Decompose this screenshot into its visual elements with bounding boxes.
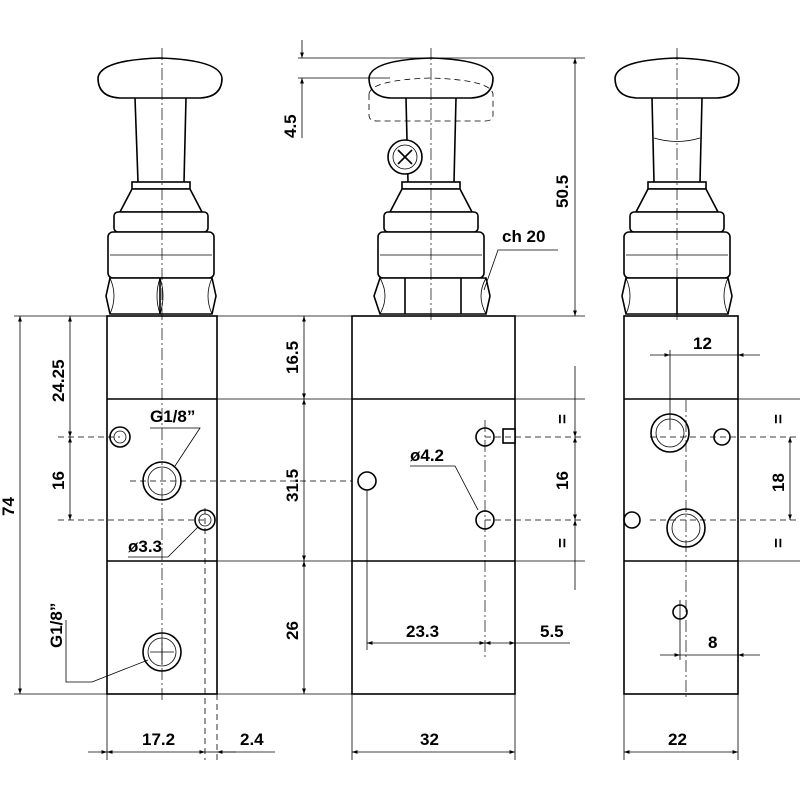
equal-mark-mid-bottom: = (553, 538, 572, 548)
label-dia-3-3: ø3.3 (128, 537, 162, 556)
left-view (58, 48, 362, 760)
dim-label-17-2: 17.2 (142, 730, 175, 749)
left-push-knob (97, 57, 223, 99)
dim-label-2-4: 2.4 (240, 730, 264, 749)
label-dia-4-2: ø4.2 (410, 446, 444, 465)
dim-label-74: 74 (0, 497, 18, 516)
dim-label-26: 26 (283, 621, 302, 640)
dimension-lines (14, 40, 800, 760)
dimension-labels: 4.5 50.5 ch 20 16.5 24.25 G1/8” 16 31.5 … (0, 114, 788, 749)
right-valve-body (623, 315, 739, 695)
right-view (614, 48, 800, 700)
equal-mark-mid-top: = (553, 414, 572, 424)
dim-label-8: 8 (708, 633, 717, 652)
label-ch-20: ch 20 (502, 227, 545, 246)
label-g18-top: G1/8” (150, 407, 195, 426)
dim-label-31-5: 31.5 (283, 469, 302, 502)
dim-label-16-mid: 16 (553, 471, 572, 490)
dim-label-5-5: 5.5 (540, 622, 564, 641)
equal-mark-right-top: = (769, 414, 788, 424)
dim-label-24-25: 24.25 (49, 359, 68, 402)
dim-label-12: 12 (693, 334, 712, 353)
label-g18-bottom: G1/8” (47, 603, 66, 648)
dim-label-23-3: 23.3 (406, 622, 439, 641)
dim-label-50-5: 50.5 (553, 175, 572, 208)
dim-label-18: 18 (769, 473, 788, 492)
middle-view (351, 48, 585, 695)
middle-valve-body (351, 315, 516, 695)
dim-label-32: 32 (420, 730, 439, 749)
left-port-g18-lower (142, 632, 182, 672)
dim-label-16-5: 16.5 (283, 341, 302, 374)
dim-label-16-left: 16 (49, 471, 68, 490)
dim-label-22: 22 (668, 730, 687, 749)
equal-mark-right-bottom: = (769, 538, 788, 548)
dim-label-4-5: 4.5 (281, 114, 300, 138)
